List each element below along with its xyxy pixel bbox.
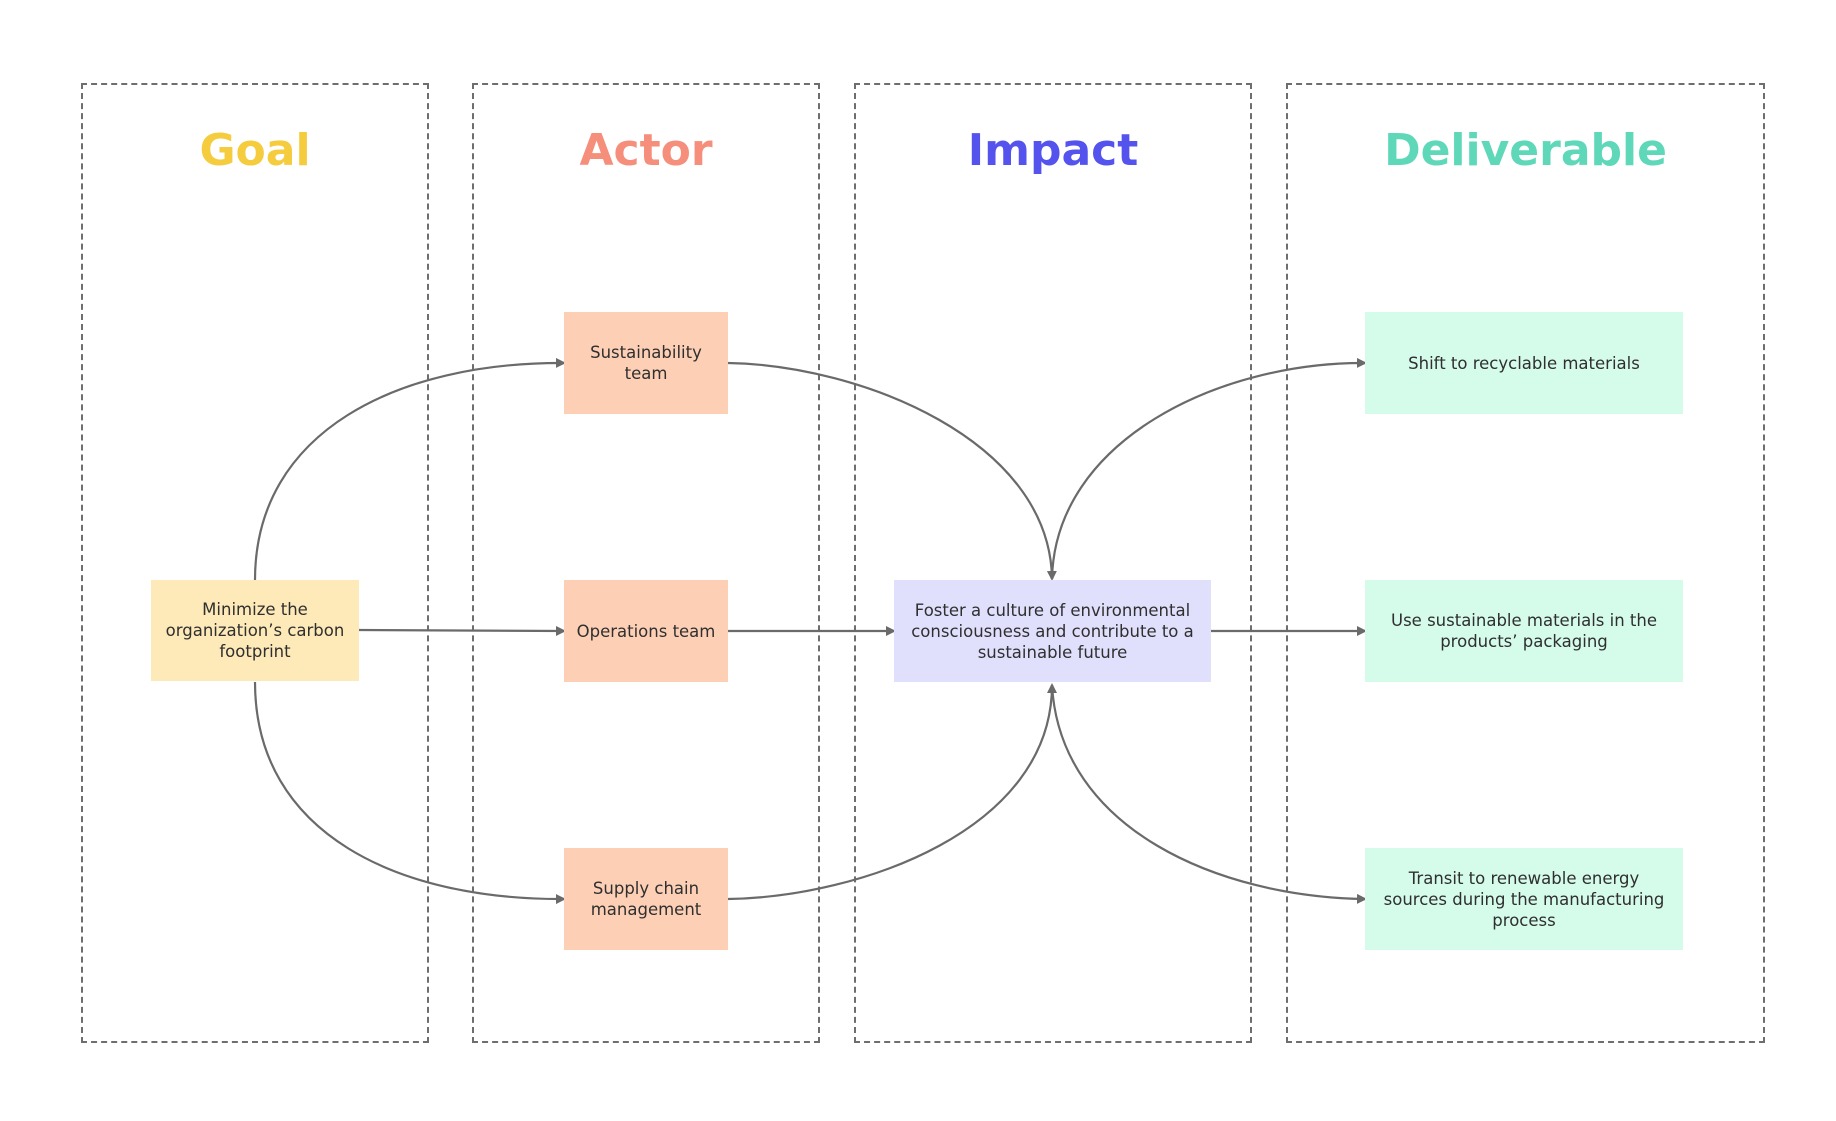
impact-node[interactable]: Foster a culture of environmental consci… [894, 580, 1211, 682]
impact-column-title: Impact [967, 125, 1139, 176]
deliverable-node-label: Transit to renewable energy sources duri… [1383, 868, 1665, 930]
goal-node[interactable]: Minimize the organization’s carbon footp… [151, 580, 359, 681]
deliverable-column-title: Deliverable [1384, 125, 1667, 176]
actor-node-label: Operations team [576, 621, 716, 641]
actor-node-supply-chain[interactable]: Supply chain management [564, 848, 728, 950]
goal-column-title: Goal [199, 125, 311, 176]
deliverable-node-energy[interactable]: Transit to renewable energy sources duri… [1365, 848, 1683, 950]
deliverable-node-recyclable[interactable]: Shift to recyclable materials [1365, 312, 1683, 414]
actor-column-title: Actor [579, 125, 713, 176]
actor-node-operations-team[interactable]: Operations team [564, 580, 728, 682]
edge-goal-to-operations-team [358, 625, 566, 636]
actor-node-label: Supply chain management [590, 879, 702, 919]
impact-node-label: Foster a culture of environmental consci… [911, 600, 1194, 662]
edge-sustainability-team-to-impact [727, 361, 1057, 581]
actor-column: Actor [472, 83, 820, 1043]
deliverable-node-label: Use sustainable materials in the product… [1391, 611, 1657, 651]
edge-supply-chain-to-impact [727, 683, 1057, 901]
goal-column: Goal [81, 83, 429, 1043]
deliverable-column: Deliverable [1286, 83, 1765, 1043]
deliverable-node-packaging[interactable]: Use sustainable materials in the product… [1365, 580, 1683, 682]
edge-impact-to-recyclable [1050, 357, 1367, 580]
edge-goal-to-supply-chain [253, 681, 566, 905]
edge-impact-to-energy [1050, 684, 1367, 904]
goal-node-label: Minimize the organization’s carbon footp… [165, 600, 345, 661]
impact-column: Impact [854, 83, 1252, 1043]
actor-node-label: Sustainability team [590, 343, 702, 383]
deliverable-node-label: Shift to recyclable materials [1408, 353, 1640, 373]
edge-goal-to-sustainability-team [253, 357, 566, 581]
actor-node-sustainability-team[interactable]: Sustainability team [564, 312, 728, 414]
